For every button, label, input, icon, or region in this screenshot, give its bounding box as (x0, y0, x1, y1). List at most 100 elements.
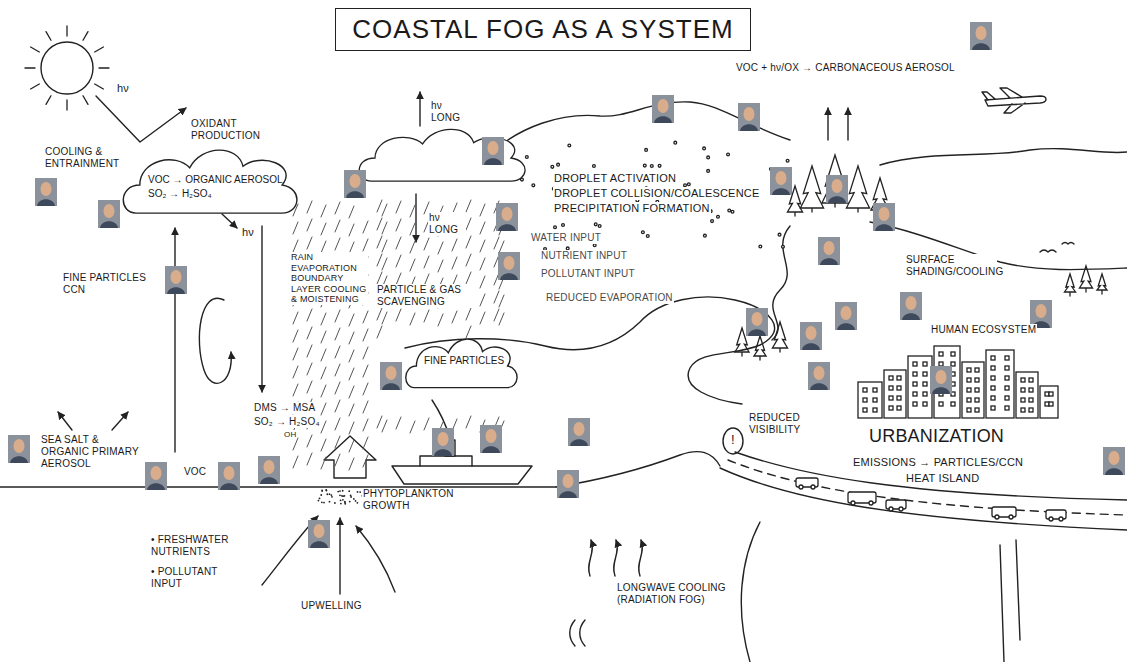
emission-arrow (827, 108, 828, 140)
building (913, 392, 917, 396)
nutrient-dots (321, 490, 323, 492)
portrait-photo (258, 456, 280, 484)
annotation-label: OXIDANT PRODUCTION (190, 118, 272, 142)
portrait-photo (814, 366, 825, 380)
upwelling-arrow (339, 518, 340, 594)
fog-droplets (521, 141, 789, 250)
building (873, 398, 877, 402)
building (1021, 398, 1025, 402)
rain (382, 222, 387, 234)
longwave-arrow (589, 540, 593, 576)
annotation-label: REDUCED VISIBILITY (748, 412, 820, 436)
building (1029, 398, 1033, 402)
tree (1097, 274, 1107, 294)
car (995, 515, 999, 519)
portrait-photo (652, 95, 674, 123)
rain (499, 241, 504, 253)
rain (424, 418, 429, 430)
rain (335, 328, 340, 340)
portrait-photo (800, 322, 822, 350)
building (884, 370, 906, 418)
rain (466, 308, 471, 320)
ship (420, 456, 472, 466)
building (991, 356, 995, 360)
building (897, 376, 901, 380)
airplane (982, 88, 1046, 113)
annotation-label: FINE PARTICLES CCN (62, 272, 156, 296)
portrait-photo (752, 312, 763, 326)
longwave-arrow (415, 194, 416, 242)
nutrient-dots (356, 502, 358, 504)
portrait-photo (504, 256, 515, 270)
nutrient-dots (344, 503, 346, 505)
portrait-photo (171, 270, 182, 284)
fog-droplets (641, 231, 644, 234)
building (858, 346, 1058, 418)
fog-droplets (598, 225, 601, 228)
building (1021, 388, 1025, 392)
portrait-photo (484, 158, 502, 165)
nutrient-dots (330, 494, 332, 496)
rain (293, 240, 298, 252)
tree (772, 322, 787, 352)
sun-ray (66, 26, 67, 36)
rain (307, 327, 312, 339)
portrait-photo (434, 449, 452, 456)
portrait-photo (770, 167, 792, 195)
portrait-photo (930, 366, 952, 394)
car (1059, 517, 1063, 521)
rain (377, 200, 382, 212)
rain (452, 257, 457, 269)
fog-droplets (557, 163, 560, 166)
fog-droplets (786, 159, 789, 162)
building (889, 396, 893, 400)
annotation-label: HEAT ISLAND (905, 472, 980, 485)
cloud-outline (406, 339, 517, 387)
radiation-arrow (222, 214, 237, 228)
portrait-photo (738, 103, 760, 131)
rain (499, 295, 504, 307)
annotation-label: NUTRIENT INPUT (540, 250, 628, 262)
upwelling-arrow (356, 526, 395, 592)
river (772, 226, 790, 340)
portrait-photo (828, 196, 846, 203)
portrait-photo (740, 124, 758, 131)
nutrient-dots (329, 493, 331, 495)
title-text: COASTAL FOG AS A SYSTEM (352, 14, 733, 44)
coast-line (556, 452, 720, 487)
portrait-photo (218, 462, 240, 490)
building (951, 352, 955, 356)
portrait-photo (344, 170, 366, 198)
portrait-photo (498, 224, 516, 231)
building (889, 406, 893, 410)
coast-line (405, 297, 775, 404)
building (863, 398, 867, 402)
circulation-loop (199, 298, 231, 383)
building (1029, 408, 1033, 412)
portrait-photo (482, 446, 500, 453)
car (869, 501, 873, 505)
portrait-photo (145, 462, 167, 490)
portrait-photo (308, 520, 330, 548)
rain (424, 256, 429, 268)
rain (321, 223, 326, 235)
portrait-photo (502, 207, 513, 221)
rain (363, 221, 368, 233)
nutrient-dots (326, 493, 328, 495)
rain (293, 330, 298, 342)
line-art (0, 42, 1127, 662)
nutrient-dots (350, 495, 352, 497)
building (951, 362, 955, 366)
building (913, 402, 917, 406)
portrait-photo (826, 175, 848, 203)
portrait-photo (902, 313, 920, 320)
sun-ray (95, 84, 104, 89)
building (923, 382, 927, 386)
tree (822, 155, 848, 207)
portrait-photo (744, 107, 755, 121)
cliff-line (1016, 540, 1020, 640)
nutrient-dots (349, 501, 351, 503)
portrait-photo (1105, 468, 1123, 475)
building (897, 406, 901, 410)
sun-ray (31, 84, 40, 89)
